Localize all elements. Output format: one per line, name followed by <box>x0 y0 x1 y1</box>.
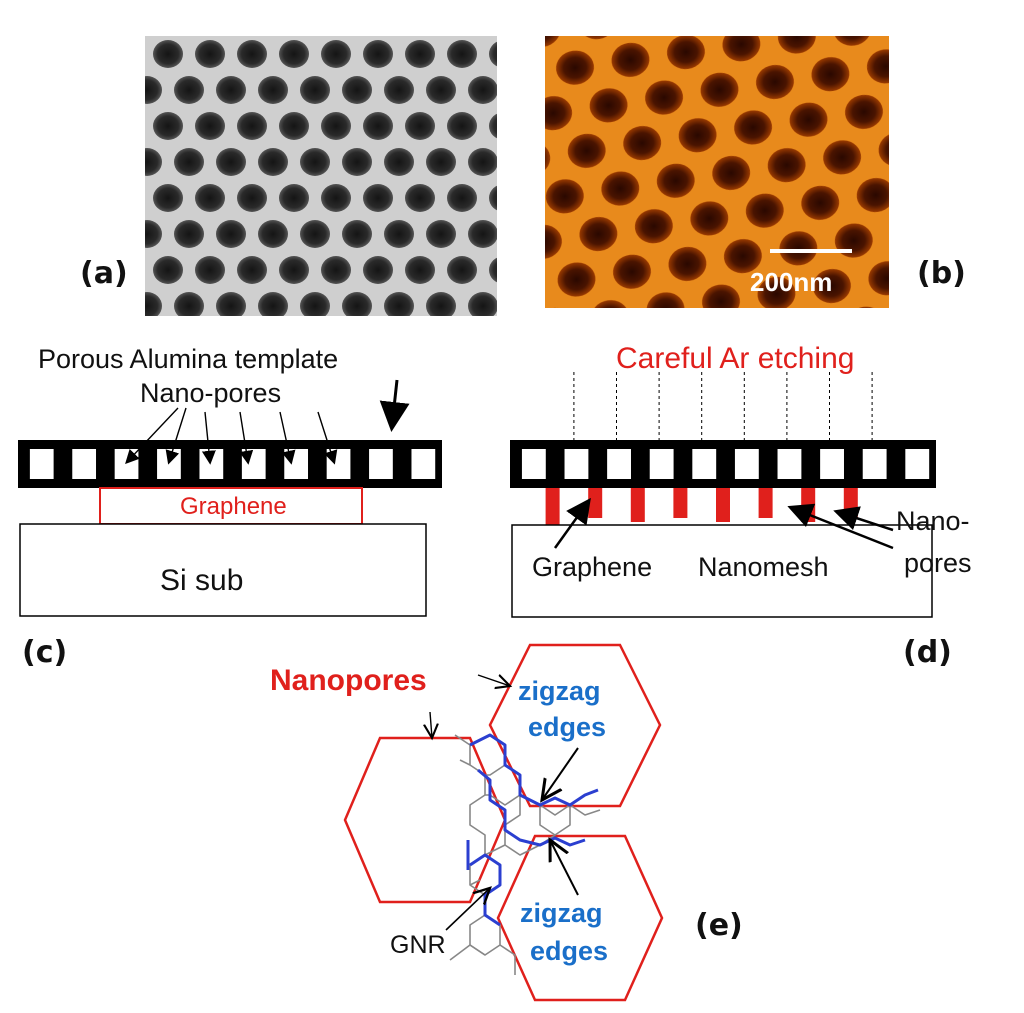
panel-d-letter: (d) <box>903 635 952 670</box>
template-pore <box>326 449 351 479</box>
template-pore <box>607 449 631 479</box>
zigzag-top-line2: edges <box>528 712 606 742</box>
template-pore <box>157 449 181 479</box>
nanomesh-strip <box>630 488 645 522</box>
graphene-layer <box>99 487 363 525</box>
zigzag-top-line1: zigzag <box>518 676 601 706</box>
template-pore <box>411 449 436 479</box>
si-substrate-c <box>19 523 427 617</box>
scale-bar-label: 200nm <box>750 267 832 297</box>
graphene-arrow-d <box>553 497 591 549</box>
template-pore <box>777 449 802 479</box>
template-pore <box>905 449 930 479</box>
panel-b-letter: (b) <box>917 256 966 291</box>
si-substrate-d <box>511 524 933 618</box>
nano-pores-label-d-1: Nano- <box>896 506 970 536</box>
nano-pores-label-d-2: pores <box>904 548 972 578</box>
ar-etching-label: Careful Ar etching <box>616 342 854 375</box>
nanopore-hexagon-left <box>343 736 507 904</box>
zigzag-arrow-bottom <box>550 840 579 896</box>
graphene-label-d: Graphene <box>532 552 652 582</box>
template-arrow <box>379 379 410 432</box>
panel-a: (a) <box>80 36 497 316</box>
template-pore <box>692 449 717 479</box>
alumina-template-d <box>510 440 936 488</box>
template-pore <box>820 449 844 479</box>
panel-e: Nanopores zigzag edges zigzag edges GNR … <box>270 643 743 1002</box>
nanopores-label: Nanopores <box>270 664 427 697</box>
nano-pores-label: Nano-pores <box>140 378 281 408</box>
nanomesh-strip <box>588 488 603 518</box>
nanopores-arrow-top <box>477 675 510 686</box>
zigzag-arrow-top <box>542 747 579 800</box>
afm-micrograph <box>545 36 889 308</box>
panel-e-letter: (e) <box>695 908 743 943</box>
template-pore <box>862 449 887 479</box>
si-sub-label: Si sub <box>160 564 243 597</box>
pore-arrows-c <box>125 407 338 465</box>
panel-c: Porous Alumina template Nano-pores Graph… <box>18 344 442 670</box>
panel-c-letter: (c) <box>22 635 67 670</box>
panel-d: Careful Ar etching Graphene Nanomesh Nan… <box>510 342 972 670</box>
zigzag-bottom-line2: edges <box>530 936 608 966</box>
template-pore <box>734 449 759 479</box>
nanomesh-strip <box>673 488 688 518</box>
nanomesh-label: Nanomesh <box>698 552 829 582</box>
nanomesh-strip <box>716 488 730 522</box>
panel-b: 200nm (b) <box>545 36 966 308</box>
template-pore <box>564 449 589 479</box>
panel-a-letter: (a) <box>80 256 128 291</box>
template-pore <box>29 449 54 479</box>
template-pore <box>649 449 674 479</box>
nanopore-hexagon-bottom <box>496 834 664 1002</box>
zigzag-bottom-line1: zigzag <box>520 898 603 928</box>
nanomesh-strip <box>758 488 773 518</box>
sem-micrograph <box>145 36 497 316</box>
template-pore <box>521 449 546 479</box>
nanomesh-strip <box>545 488 560 526</box>
alumina-template <box>18 440 442 488</box>
template-pore <box>72 449 97 479</box>
graphene-label-c: Graphene <box>180 493 287 520</box>
nanopore-hexagon-top <box>488 643 662 808</box>
gnr-label: GNR <box>390 931 446 959</box>
nanopores-arrow-left <box>430 711 432 738</box>
graphene-nanomesh-strips <box>545 488 858 526</box>
template-pore <box>199 449 224 479</box>
template-pore <box>241 449 266 479</box>
template-pore <box>284 449 309 479</box>
nanopore-arrow-2 <box>833 506 894 532</box>
template-pore <box>369 449 393 479</box>
template-label: Porous Alumina template <box>38 344 338 374</box>
gnr-arrow <box>445 888 490 931</box>
